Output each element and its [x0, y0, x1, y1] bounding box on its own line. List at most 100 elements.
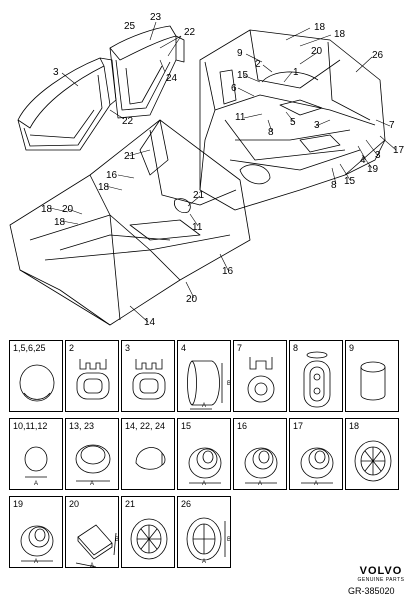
- part-cell: 21: [121, 496, 175, 568]
- part-cell: A 16: [233, 418, 287, 490]
- flat-round-plug-icon: [19, 364, 55, 402]
- callout-label: 16: [222, 266, 234, 277]
- callout-label: 1: [293, 67, 299, 78]
- oval-grommet-clip-icon: [132, 359, 166, 400]
- part-number-label: 4: [181, 343, 187, 353]
- part-number-label: 7: [237, 343, 243, 353]
- dimension-label: A: [34, 559, 38, 565]
- callout-label: 11: [192, 222, 203, 233]
- part-number-label: 9: [349, 343, 355, 353]
- dimension-label: B: [227, 381, 231, 387]
- callout-label: 20: [62, 204, 74, 215]
- small-round-plug-icon: A: [24, 446, 48, 487]
- callout-label: 20: [311, 46, 323, 57]
- callout-label: 8: [331, 180, 337, 191]
- ring-grommet-clip-icon: [247, 357, 275, 403]
- body-plugs-diagram: 23 25 22 24 3 22 18 18 9 2 20 26 15 1 6 …: [9, 12, 405, 328]
- part-cell: A 15: [177, 418, 231, 490]
- dimension-label: A: [202, 403, 206, 409]
- part-number-label: 13, 23: [69, 421, 95, 431]
- part-number-label: 26: [181, 499, 192, 509]
- brand-name: VOLVO: [359, 565, 403, 577]
- part-number-label: 17: [293, 421, 304, 431]
- dimension-label: A: [314, 481, 318, 487]
- part-cell: A 19: [9, 496, 63, 568]
- callout-label: 3: [314, 120, 320, 131]
- callout-label: 16: [106, 170, 118, 181]
- callout-label: 26: [372, 50, 384, 61]
- callout-label: 3: [375, 150, 381, 161]
- door-panels: [17, 25, 185, 151]
- cap-plug-icon: [135, 447, 166, 470]
- callout-label: 9: [237, 48, 243, 59]
- callout-label: 20: [186, 294, 198, 305]
- callout-labels: 23 25 22 24 3 22 18 18 9 2 20 26 15 1 6 …: [41, 12, 405, 328]
- oval-plug-icon: AB: [187, 360, 231, 410]
- callout-label: 18: [314, 22, 326, 33]
- part-cell: A 10,11,12: [9, 418, 63, 490]
- callout-label: 19: [367, 164, 379, 175]
- dimension-label: B: [227, 537, 231, 543]
- volvo-logo: VOLVO GENUINE PARTS: [356, 566, 406, 584]
- callout-label: 17: [393, 145, 405, 156]
- callout-label: 8: [268, 127, 274, 138]
- callout-label: 2: [255, 59, 261, 70]
- callout-label: 22: [122, 116, 134, 127]
- ribbed-plug-icon: [130, 518, 168, 560]
- callout-label: 18: [334, 29, 346, 40]
- cylinder-plug-icon: [360, 361, 386, 401]
- callout-label: 3: [53, 67, 59, 78]
- dimension-label: A: [258, 481, 262, 487]
- callout-label: 25: [124, 21, 136, 32]
- dimension-label: A: [90, 563, 94, 569]
- part-cell: 7: [233, 340, 287, 412]
- floor-body-section: [9, 119, 251, 326]
- part-number-label: 16: [237, 421, 248, 431]
- leader-lines: [49, 21, 397, 323]
- part-number-label: 8: [293, 343, 299, 353]
- callout-label: 5: [290, 117, 296, 128]
- dimension-label: A: [34, 481, 38, 487]
- callout-label: 22: [184, 27, 196, 38]
- part-number-label: 19: [13, 499, 24, 509]
- part-cell: 3: [121, 340, 175, 412]
- part-cell: A 17: [289, 418, 343, 490]
- part-cell: 14, 22, 24: [121, 418, 175, 490]
- dimension-label: A: [90, 481, 94, 487]
- dimension-label: A: [202, 481, 206, 487]
- callout-label: 18: [98, 182, 110, 193]
- stepped-plug-icon: A: [244, 447, 278, 487]
- part-number-label: 10,11,12: [13, 421, 48, 431]
- part-number-label: 21: [125, 499, 136, 509]
- callout-label: 21: [193, 190, 205, 201]
- part-cell: 8: [289, 340, 343, 412]
- callout-label: 11: [235, 112, 246, 123]
- brand-subtitle: GENUINE PARTS: [357, 577, 405, 583]
- part-cell: 1,5,6,25: [9, 340, 63, 412]
- callout-label: 18: [54, 217, 66, 228]
- part-number-label: 1,5,6,25: [13, 343, 46, 353]
- callout-label: 14: [144, 317, 156, 328]
- callout-label: 15: [344, 176, 356, 187]
- callout-label: 7: [389, 120, 395, 131]
- oval-grommet-clip-icon: [76, 359, 110, 400]
- part-cell: 9: [345, 340, 399, 412]
- callout-label: 18: [41, 204, 53, 215]
- part-number-label: 14, 22, 24: [125, 421, 166, 431]
- part-number-label: 2: [69, 343, 75, 353]
- elongated-plug-icon: [303, 351, 331, 408]
- part-cell: A 13, 23: [65, 418, 119, 490]
- callout-label: 4: [360, 155, 366, 166]
- stepped-plug-icon: A: [188, 447, 222, 487]
- ribbed-plug-icon: [354, 440, 392, 482]
- oval-ribbed-plug-icon: AB: [186, 517, 231, 565]
- part-number-label: 15: [181, 421, 192, 431]
- callout-label: 24: [166, 73, 178, 84]
- part-cell: 2: [65, 340, 119, 412]
- part-cell: 18: [345, 418, 399, 490]
- domed-plug-icon: A: [75, 444, 111, 487]
- part-number-label: 3: [125, 343, 131, 353]
